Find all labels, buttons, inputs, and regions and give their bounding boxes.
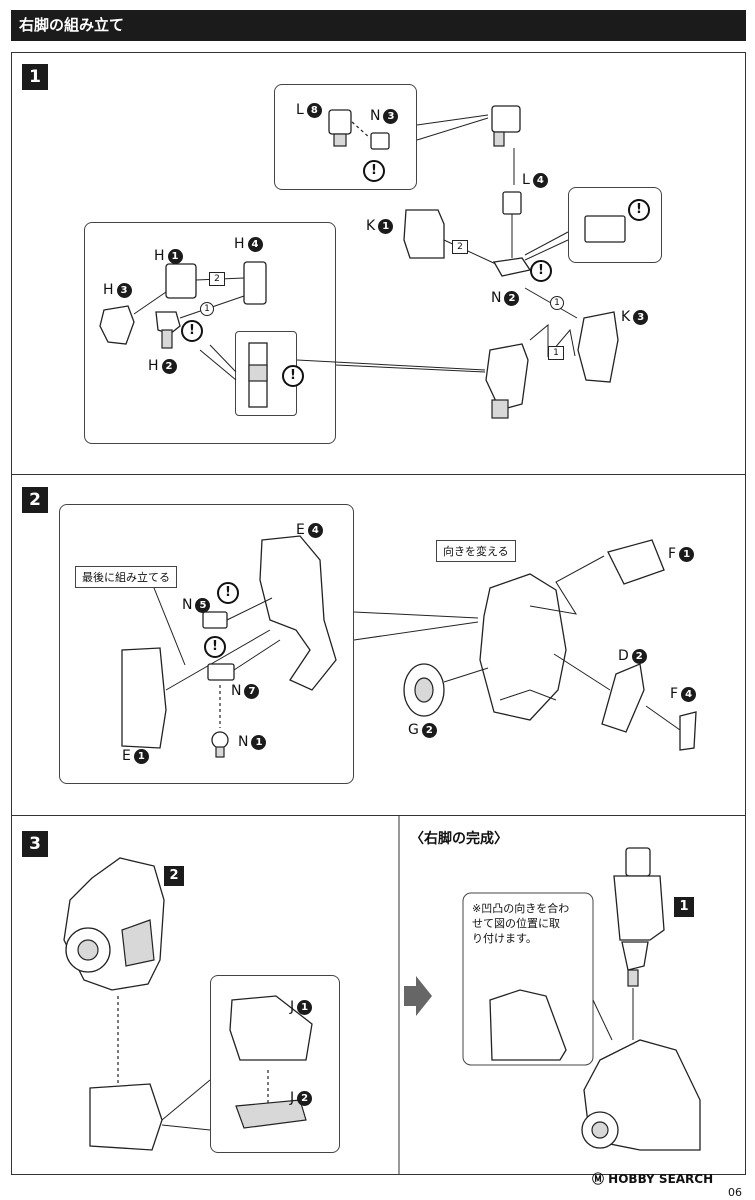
caution-icon: !: [530, 260, 552, 282]
caution-icon: !: [181, 320, 203, 342]
note-line: せて図の位置に取: [472, 917, 560, 930]
order-marker-2: 2: [452, 240, 468, 254]
order-marker-2: 2: [209, 272, 225, 286]
step-1-drawing: [99, 105, 626, 419]
order-marker-1: 1: [550, 296, 564, 310]
note-line: ※凹凸の向きを合わ: [472, 902, 570, 915]
hobbysearch-logo: Ⓜ HOBBY SEARCH: [592, 1172, 714, 1186]
page-number: 06: [728, 1186, 742, 1199]
order-marker-1: 1: [548, 346, 564, 360]
step-1-number: 1: [22, 64, 48, 90]
step-2-number: 2: [22, 487, 48, 513]
page-title: 右脚の組み立て: [11, 10, 746, 41]
caution-icon: !: [628, 199, 650, 221]
callout-assemble-last: 最後に組み立てる: [75, 566, 177, 588]
callout-change-orientation: 向きを変える: [436, 540, 516, 562]
assembly-note: ※凹凸の向きを合わ せて図の位置に取 り付けます。: [472, 901, 569, 946]
caution-icon: !: [217, 582, 239, 604]
note-line: り付けます。: [472, 932, 537, 945]
step-3-divider: [398, 816, 400, 1174]
ref-step-1-badge: 1: [674, 897, 694, 917]
caution-icon: !: [204, 636, 226, 658]
caution-icon: !: [363, 160, 385, 182]
step-3-panel: 3: [11, 815, 746, 1175]
step-3-drawing: [63, 847, 701, 1151]
order-marker-1: 1: [200, 302, 214, 316]
ref-step-2-badge: 2: [164, 866, 184, 886]
step-3-number: 3: [22, 831, 48, 857]
caution-icon: !: [282, 365, 304, 387]
complete-title: 〈右脚の完成〉: [410, 831, 508, 847]
step-2-drawing: [121, 535, 697, 758]
